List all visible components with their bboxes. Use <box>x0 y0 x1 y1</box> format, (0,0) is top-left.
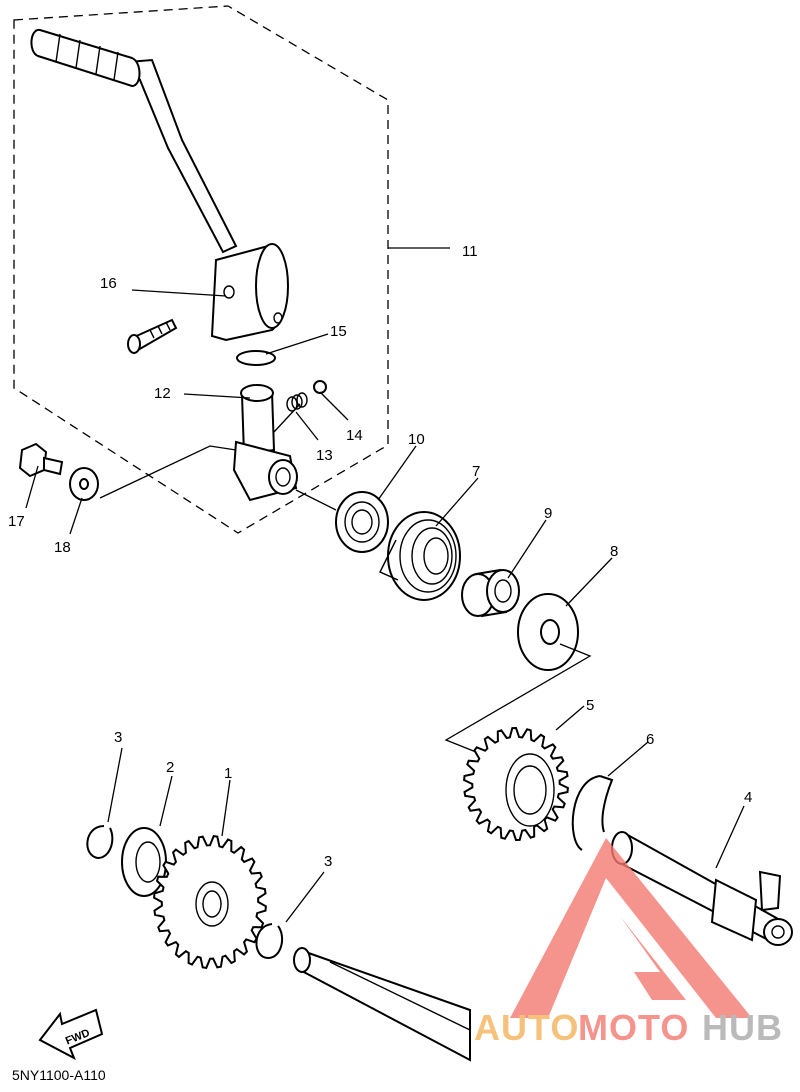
callout-10: 10 <box>408 431 425 448</box>
callout-2: 2 <box>166 759 174 776</box>
gear-5-outline <box>463 726 569 842</box>
callout-17: 17 <box>8 513 25 530</box>
spring-13 <box>286 392 308 412</box>
idler-gear-1 <box>153 835 267 969</box>
callout-18: 18 <box>54 539 71 556</box>
transmission-shaft <box>293 947 471 1062</box>
callout-labels: 1 2 3 3 4 5 6 7 8 9 10 11 12 13 14 15 16… <box>8 243 752 870</box>
callout-6: 6 <box>646 731 654 748</box>
torsion-spring-7 <box>379 511 461 601</box>
callout-12: 12 <box>154 385 171 402</box>
screw-16 <box>127 318 178 354</box>
callout-3-right: 3 <box>324 853 332 870</box>
callout-16: 16 <box>100 275 117 292</box>
watermark-logo: AUTO MOTO HUB <box>474 838 783 1048</box>
callout-1: 1 <box>224 765 232 782</box>
watermark-text-hub: HUB <box>702 1007 783 1048</box>
watermark-text-auto: AUTO <box>474 1007 579 1048</box>
kick-axle-4 <box>611 831 793 946</box>
callout-8: 8 <box>610 543 618 560</box>
watermark-triangle-outer <box>510 838 752 1018</box>
reference-code: 5NY1100-A110 <box>12 1067 106 1083</box>
gear-1-outline <box>153 835 267 969</box>
callout-4: 4 <box>744 789 752 806</box>
assembly-outline-11 <box>13 5 389 534</box>
callout-3-left: 3 <box>114 729 122 746</box>
ball-14 <box>313 380 327 394</box>
o-ring-15 <box>236 350 276 366</box>
kick-shaft-12 <box>232 384 298 502</box>
washer-2 <box>121 827 167 897</box>
circlip-3-left <box>86 825 114 860</box>
callout-11: 11 <box>462 243 478 260</box>
callout-15: 15 <box>330 323 347 340</box>
bolt-17 <box>18 442 64 478</box>
leader-lines <box>25 247 745 923</box>
clip-6 <box>571 775 614 851</box>
washer-8 <box>517 593 579 671</box>
callout-9: 9 <box>544 505 552 522</box>
watermark-triangle-inner <box>620 916 686 1000</box>
kick-lever <box>30 29 289 342</box>
washer-18 <box>69 467 99 501</box>
bushing-9 <box>461 568 520 618</box>
callout-14: 14 <box>346 427 363 444</box>
circlip-3-right <box>255 923 284 960</box>
oil-seal-10 <box>335 491 389 553</box>
callout-5: 5 <box>586 697 594 714</box>
kick-gear-5 <box>463 726 569 842</box>
callout-13: 13 <box>316 447 333 464</box>
watermark-text-moto: MOTO <box>578 1007 689 1048</box>
callout-7: 7 <box>472 463 480 480</box>
fwd-arrow: FWD <box>38 1008 104 1061</box>
